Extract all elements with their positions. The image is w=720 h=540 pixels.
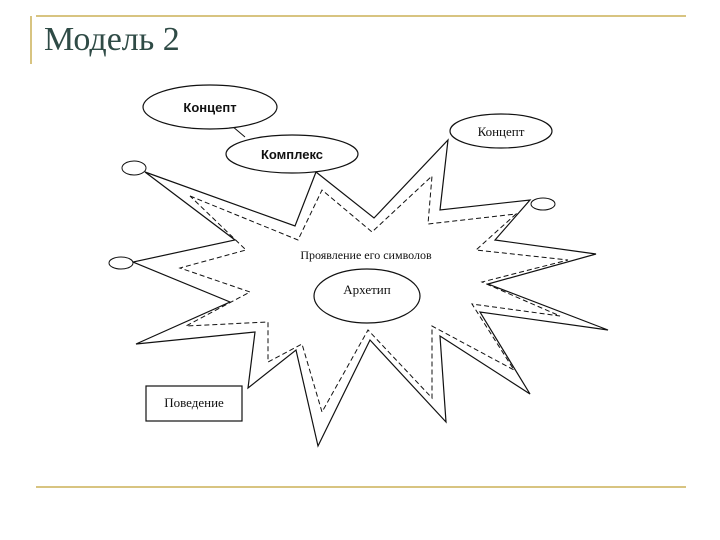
top-divider [36,15,686,17]
slide-title: Модель 2 [44,21,180,58]
archetype-node [313,268,421,324]
concept-right-label: Концепт [478,124,525,139]
behavior-label: Поведение [164,395,224,410]
manifestation-label: Проявление его символов [300,248,432,262]
spike-tip-top-left [121,160,147,176]
concept-right-node [449,113,553,149]
behavior-node [145,385,243,422]
concept-top-left-label: Концепт [183,100,236,115]
complex-node [225,134,359,174]
archetype-label: Архетип [343,282,390,297]
bottom-divider [36,486,686,488]
concept-top-left-node [142,84,278,130]
left-divider [30,16,32,64]
spike-tip-right [530,197,556,211]
spike-tip-left [108,256,134,270]
complex-label: Комплекс [261,147,323,162]
